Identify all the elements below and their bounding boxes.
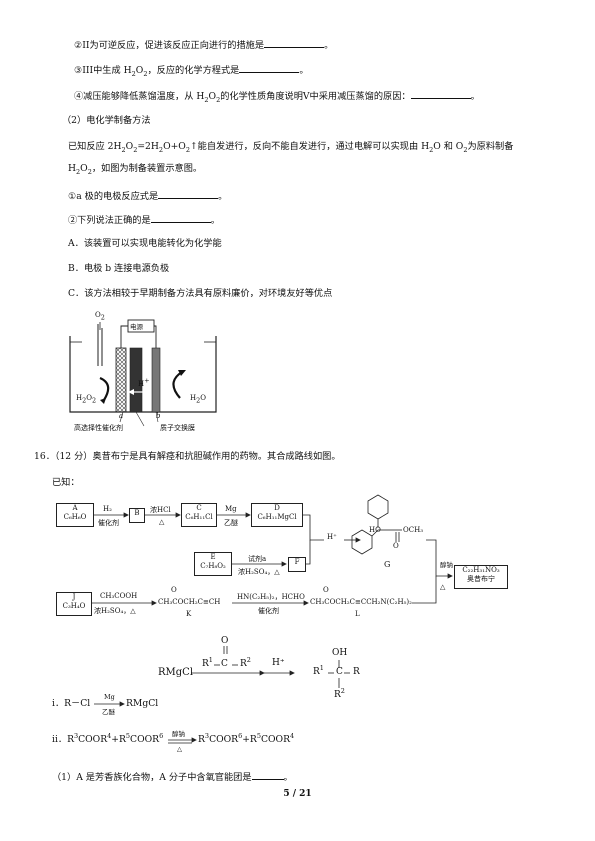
answer-blank[interactable] bbox=[410, 89, 471, 99]
k-carbonyl-o: O bbox=[171, 586, 177, 594]
heat-1: △ bbox=[159, 518, 165, 526]
compound-l-structure: CH₃COCH₂C≡CCH₂N(C₂H₅)₂ bbox=[310, 598, 412, 606]
reaction-ii-alkoxide: 醇钠 bbox=[172, 730, 185, 738]
compound-f-box: F bbox=[288, 557, 306, 572]
o2-label: O2 bbox=[95, 311, 105, 322]
h2o-label: H2O bbox=[190, 394, 206, 405]
catalyst-1: 催化剂 bbox=[98, 519, 119, 527]
question-16-part-1: （1）A 是芳香族化合物，A 分子中含氧官能团是。 bbox=[52, 770, 293, 783]
h2o2-label: H2O2 bbox=[76, 394, 97, 405]
answer-blank[interactable] bbox=[150, 213, 211, 223]
compound-k-label: K bbox=[186, 610, 192, 618]
known-reaction-ii-reactants: ii．R3COOR4+R5COOR6 bbox=[52, 731, 164, 745]
electrode-b-label: b bbox=[156, 412, 161, 420]
hplus-label: H+ bbox=[138, 376, 150, 388]
ketone-c: C bbox=[221, 659, 228, 669]
question-line: ③III中生成 H2O2，反应的化学方程式是。 bbox=[74, 63, 309, 78]
product-r1: R1 bbox=[313, 664, 324, 677]
answer-blank[interactable] bbox=[264, 38, 325, 48]
g-och3: OCH₃ bbox=[403, 526, 424, 534]
power-supply-label: 电源 bbox=[130, 323, 143, 331]
compound-l-label: L bbox=[355, 610, 360, 618]
product-oh: OH bbox=[332, 648, 348, 658]
option-a: A．该装置可以实现电能转化为化学能 bbox=[68, 238, 222, 249]
grignard-hplus: H⁺ bbox=[272, 658, 285, 668]
answer-blank[interactable] bbox=[239, 63, 300, 73]
heat-2: △ bbox=[440, 583, 446, 591]
acid-heat-2: 浓H₂SO₄，△ bbox=[94, 607, 136, 615]
product-c: C bbox=[336, 667, 343, 677]
membrane-label: 质子交换膜 bbox=[160, 424, 195, 432]
electrolysis-apparatus-diagram bbox=[69, 319, 217, 427]
question-line: ②下列说法正确的是。 bbox=[68, 213, 220, 226]
power-supply-box bbox=[127, 319, 155, 333]
electrolytic-tank bbox=[69, 336, 217, 413]
reaction-i-product: RMgCl bbox=[126, 698, 159, 709]
alkoxide-reagent: 醇钠 bbox=[440, 561, 453, 569]
g-ho: HO bbox=[369, 526, 381, 534]
page-number: 5 / 21 bbox=[283, 789, 312, 799]
option-c: C．该方法相较于早期制备方法具有原料廉价，对环境友好等优点 bbox=[68, 288, 333, 299]
ether-solvent: 乙醚 bbox=[224, 519, 238, 527]
reagent-a: 试剂a bbox=[248, 555, 267, 563]
mg-reagent: Mg bbox=[225, 505, 237, 513]
answer-blank[interactable] bbox=[158, 189, 219, 199]
h2-reagent: H₂ bbox=[103, 505, 112, 513]
l-carbonyl-o: O bbox=[323, 586, 329, 594]
catalyst-2: 催化剂 bbox=[258, 607, 279, 615]
known-reaction-ii-products: R3COOR6+R5COOR4 bbox=[198, 731, 295, 745]
question-line: ④减压能够降低蒸馏温度，从 H2O2的化学性质角度说明V中采用减压蒸馏的原因：。 bbox=[74, 89, 480, 104]
grignard-reactant: RMgCl bbox=[158, 667, 194, 678]
compound-k-structure: CH₃COCH₂C≡CH bbox=[158, 598, 221, 606]
question-16-heading: 16．（12 分）奥昔布宁是具有解痉和抗胆碱作用的药物。其合成路线如图。 bbox=[34, 451, 341, 462]
hplus-reagent: H⁺ bbox=[327, 533, 337, 541]
acid-heat-1: 浓H₂SO₄，△ bbox=[238, 568, 280, 576]
ketone-o: O bbox=[221, 636, 229, 646]
reaction-ii-heat: △ bbox=[177, 745, 182, 753]
g-carbonyl-o: O bbox=[393, 542, 399, 550]
reaction-i-ether: 乙醚 bbox=[102, 708, 115, 716]
known-label: 已知： bbox=[52, 477, 80, 488]
paragraph-line: 已知反应 2H2O2=2H2O+O2↑能自发进行，反向不能自发进行，通过电解可以… bbox=[68, 141, 514, 154]
hcl-reagent: 浓HCl bbox=[150, 506, 171, 514]
reaction-i-mg: Mg bbox=[104, 693, 115, 701]
acetic-acid-reagent: CH₃COOH bbox=[100, 592, 138, 600]
compound-b-box: B bbox=[129, 508, 145, 523]
ketone-r2: R2 bbox=[240, 656, 251, 669]
cyclohexyl-ring bbox=[367, 494, 389, 520]
section-heading: （2）电化学制备方法 bbox=[62, 115, 151, 126]
question-line: ②II为可逆反应，促进该反应正向进行的措施是。 bbox=[74, 38, 334, 51]
catalyst-label: 高选择性催化剂 bbox=[74, 424, 123, 432]
ketone-r1: R1 bbox=[202, 656, 213, 669]
paragraph-line: H2O2，如图为制备装置示意图。 bbox=[68, 163, 203, 176]
option-b: B．电极 b 连接电源负极 bbox=[68, 263, 170, 274]
electrode-a-label: a bbox=[119, 412, 124, 420]
question-line: ①a 极的电极反应式是。 bbox=[68, 189, 228, 202]
product-r2: R2 bbox=[334, 687, 345, 700]
product-r: R bbox=[353, 667, 360, 677]
known-reaction-i: i．R－Cl bbox=[52, 698, 91, 709]
mannich-reagents: HN(C₂H₅)₂，HCHO bbox=[237, 593, 305, 601]
answer-blank[interactable] bbox=[251, 770, 284, 780]
compound-g-label: G bbox=[384, 560, 391, 569]
